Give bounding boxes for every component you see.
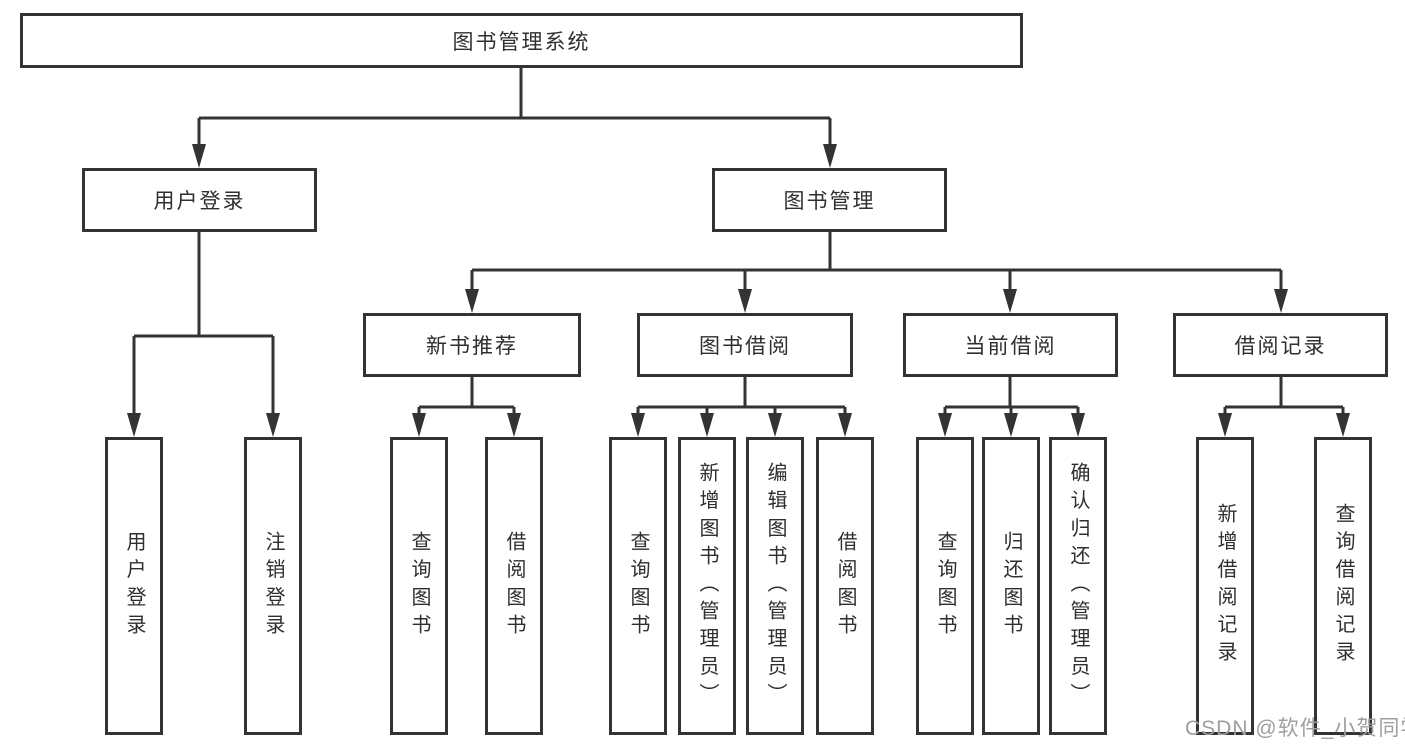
node-return-books: 归还图书 xyxy=(982,437,1040,735)
node-add-book-admin: 新增图书（管理员） xyxy=(678,437,736,735)
node-query-books-recommend: 查询图书 xyxy=(390,437,448,735)
node-query-books-borrowing: 查询图书 xyxy=(609,437,667,735)
node-borrow-books: 借阅图书 xyxy=(816,437,874,735)
csdn-watermark: CSDN @软件_小贺同学 xyxy=(1185,717,1405,740)
node-user-login-group: 用户登录 xyxy=(82,168,317,232)
node-book-management: 图书管理 xyxy=(712,168,947,232)
node-new-book-recommendation: 新书推荐 xyxy=(363,313,581,377)
node-current-borrowing: 当前借阅 xyxy=(903,313,1118,377)
node-edit-book-admin: 编辑图书（管理员） xyxy=(746,437,804,735)
node-user-login: 用户登录 xyxy=(105,437,163,735)
node-confirm-return-admin: 确认归还（管理员） xyxy=(1049,437,1107,735)
node-book-borrowing: 图书借阅 xyxy=(637,313,853,377)
node-library-management-system: 图书管理系统 xyxy=(20,13,1023,68)
node-logout: 注销登录 xyxy=(244,437,302,735)
node-borrow-books-recommend: 借阅图书 xyxy=(485,437,543,735)
node-query-books-current: 查询图书 xyxy=(916,437,974,735)
node-add-borrow-record: 新增借阅记录 xyxy=(1196,437,1254,735)
node-query-borrow-record: 查询借阅记录 xyxy=(1314,437,1372,735)
node-borrowing-records: 借阅记录 xyxy=(1173,313,1388,377)
